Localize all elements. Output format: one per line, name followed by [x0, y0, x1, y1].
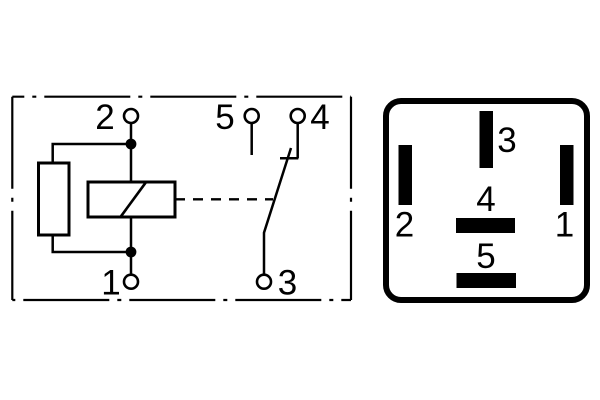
circuit-schematic: 2 5 4 1 3 — [11, 95, 353, 303]
relay-pinout: 3 2 1 4 5 — [383, 98, 590, 303]
switch-arm — [262, 147, 293, 275]
pin-label-1: 1 — [555, 206, 574, 245]
pin-label-5: 5 — [476, 237, 495, 276]
pin-2-blade — [398, 145, 412, 205]
terminal-label-2: 2 — [95, 98, 114, 137]
pin-1-blade — [560, 145, 574, 205]
terminal-5-circle — [243, 107, 260, 125]
pin-5-blade — [456, 273, 516, 288]
junction-dot-bottom — [125, 246, 137, 258]
pin-4-blade — [456, 218, 515, 233]
terminal-4-circle — [289, 107, 307, 125]
boundary-frame — [11, 95, 353, 302]
relay-body-outline — [383, 98, 590, 303]
pin-label-3: 3 — [497, 121, 516, 160]
pin-label-2: 2 — [395, 206, 414, 245]
terminal-label-3: 3 — [278, 264, 297, 303]
coil-symbol — [86, 180, 177, 219]
pin-label-4: 4 — [476, 180, 495, 219]
resistor-symbol — [37, 161, 71, 237]
wire-resistor-bottom — [51, 235, 131, 254]
terminal-label-1: 1 — [101, 264, 120, 303]
junction-dot-top — [125, 138, 137, 150]
terminal-label-5: 5 — [215, 98, 234, 137]
coil-box — [86, 180, 177, 219]
terminal-2-circle — [122, 107, 140, 125]
wires — [51, 123, 299, 275]
pin-3-blade — [479, 111, 493, 168]
terminal-label-4: 4 — [310, 98, 329, 137]
coil-diagonal — [119, 181, 148, 218]
terminal-1-circle — [122, 273, 140, 291]
terminal-3-circle — [255, 273, 273, 291]
wire-resistor-top — [51, 142, 131, 163]
